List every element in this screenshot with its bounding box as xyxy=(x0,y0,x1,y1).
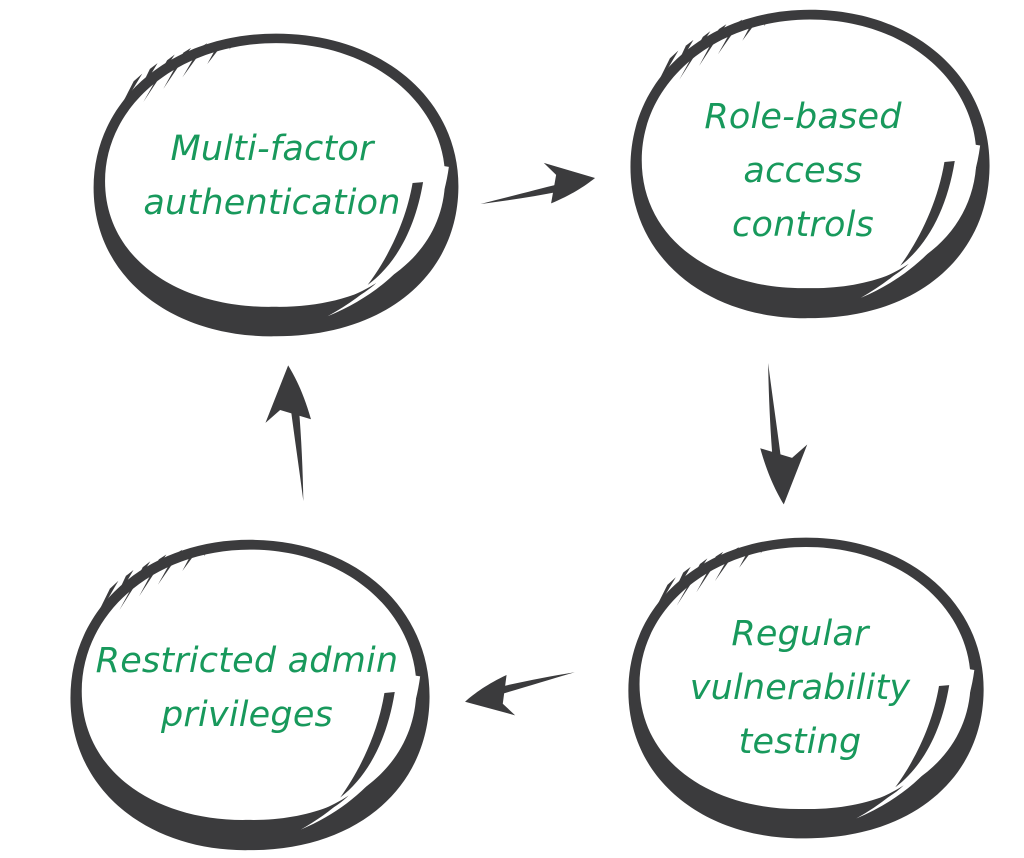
node-label-role-based-access-controls: Role-based access controls xyxy=(704,97,902,245)
arrow-up-icon xyxy=(264,365,312,502)
arrow-down-icon xyxy=(759,362,809,505)
node-label-regular-vulnerability-testing: Regular vulnerability testing xyxy=(689,614,911,762)
arrow-left-icon xyxy=(462,666,580,722)
node-label-restricted-admin-privileges: Restricted admin privileges xyxy=(95,641,399,735)
node-label-multi-factor-authentication: Multi-factor authentication xyxy=(143,129,401,223)
arrow-right-icon xyxy=(477,158,597,210)
